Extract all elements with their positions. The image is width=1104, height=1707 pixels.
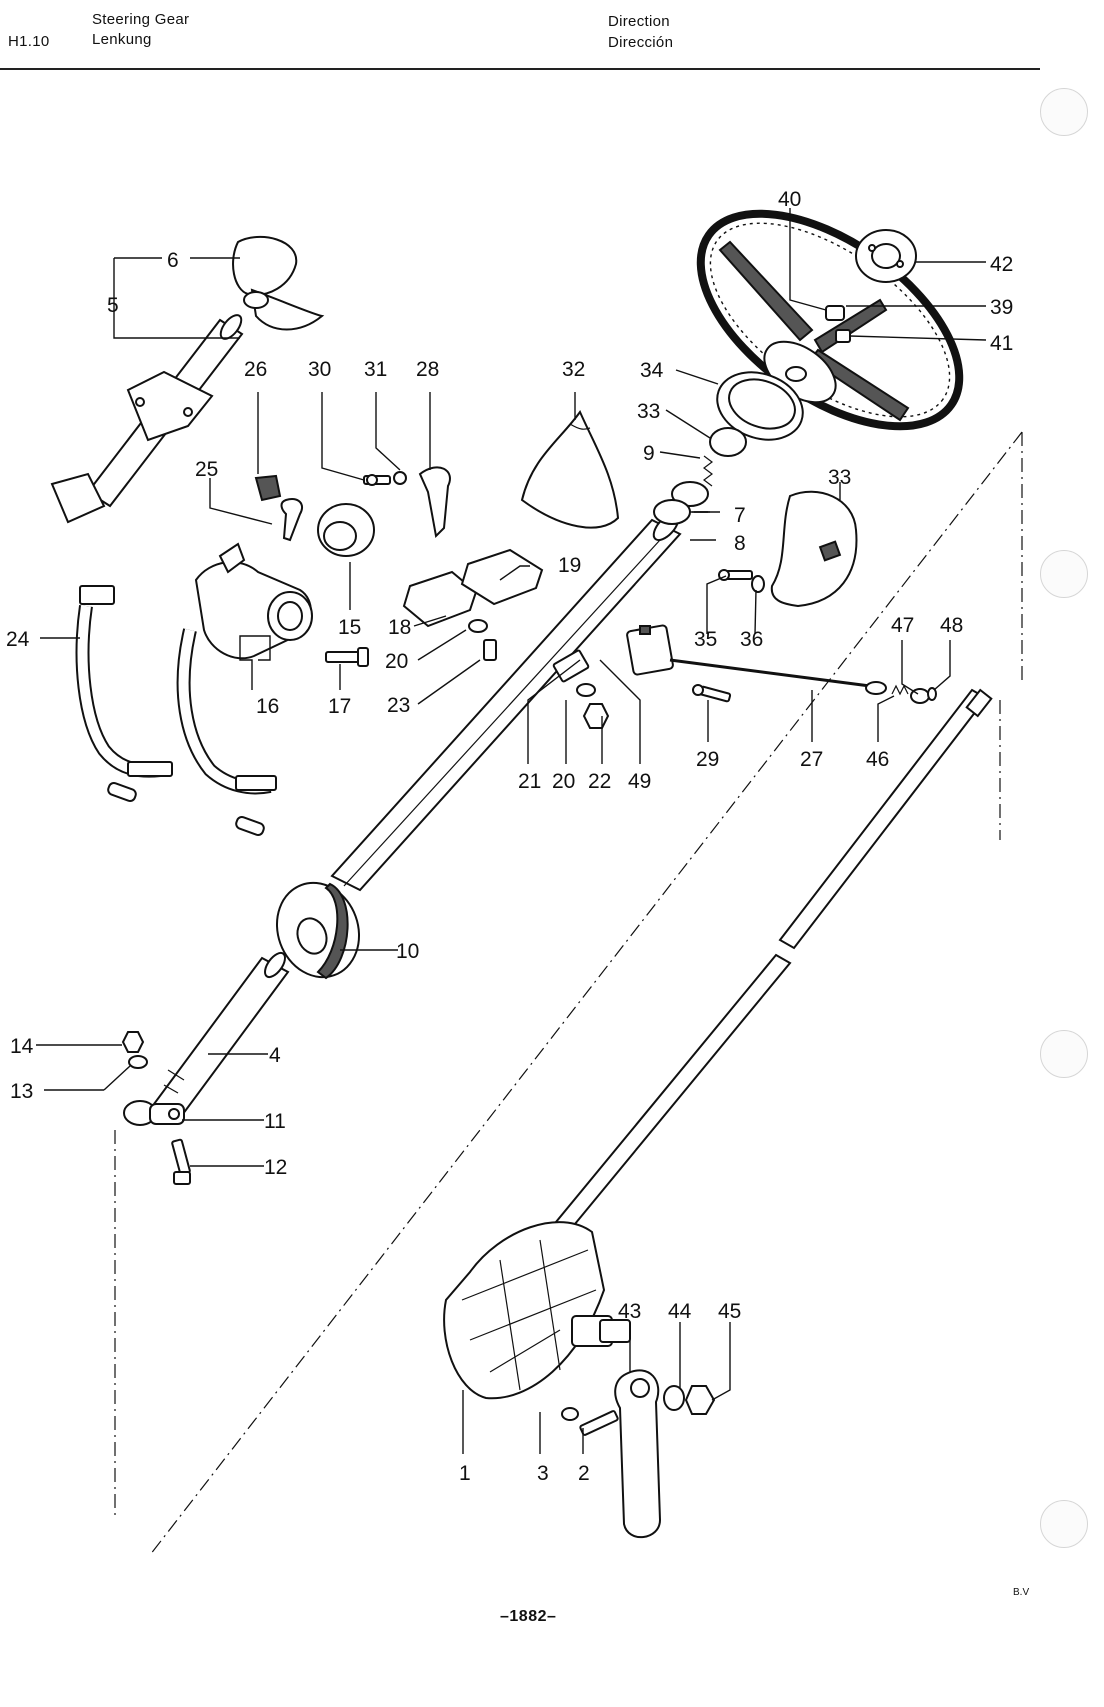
callout-33: 33: [637, 400, 660, 423]
nut-and-washer: [121, 1031, 148, 1069]
ignition-switch: [194, 542, 313, 660]
callout-42: 42: [990, 253, 1013, 276]
callout-11: 11: [264, 1110, 286, 1133]
callout-labels: 1 2 3 4 5 6 7 8 9 10 11 12 13 14 15 16 1…: [6, 188, 1013, 1485]
callout-19: 19: [558, 554, 581, 577]
assembly-axis-lines: [114, 431, 1023, 1556]
callout-20: 20: [385, 650, 408, 673]
callout-21: 21: [518, 770, 541, 793]
callout-24: 24: [6, 628, 30, 651]
callout-6: 6: [167, 249, 179, 272]
column-brackets: [402, 548, 544, 628]
wiring-harness-right: [176, 628, 277, 837]
callout-41: 41: [990, 332, 1013, 355]
callout-22: 22: [588, 770, 611, 793]
callout-18: 18: [388, 616, 411, 639]
contact-ring: [716, 371, 804, 441]
ignition-keys: [254, 474, 304, 542]
callout-46: 46: [866, 748, 889, 771]
binder-hole: [1040, 1500, 1088, 1548]
pitman-arm: [614, 1369, 662, 1539]
column-seal: [275, 881, 361, 980]
lower-clamp: [123, 1100, 185, 1126]
callout-5: 5: [107, 294, 119, 317]
callout-39: 39: [990, 296, 1013, 319]
callout-23: 23: [387, 694, 410, 717]
lower-shaft: [152, 951, 290, 1120]
callout-13: 13: [10, 1080, 33, 1103]
callout-33b: 33: [828, 466, 851, 489]
binder-hole: [1040, 550, 1088, 598]
callout-25: 25: [195, 458, 218, 481]
horn-spring-and-nut: [825, 305, 851, 343]
callout-31: 31: [364, 358, 387, 381]
page-number: –1882–: [500, 1608, 557, 1625]
clip-parts: [363, 466, 451, 539]
callout-32: 32: [562, 358, 585, 381]
callout-10: 10: [396, 940, 419, 963]
title-english: Steering Gear: [92, 11, 190, 28]
callout-29: 29: [696, 748, 719, 771]
binder-hole: [1040, 88, 1088, 136]
column-tube: [330, 512, 682, 892]
callout-17: 17: [328, 695, 351, 718]
switch-knob-parts: [891, 684, 937, 704]
steering-lock-housing: [232, 235, 325, 331]
title-french: Direction: [608, 13, 670, 30]
spacer-ring: [317, 503, 375, 557]
binder-hole: [1040, 1030, 1088, 1078]
switch-screw-17: [325, 647, 369, 667]
header-rule: [0, 68, 1040, 70]
callout-28: 28: [416, 358, 439, 381]
switch-screw: [692, 684, 732, 703]
callout-30: 30: [308, 358, 331, 381]
callout-26: 26: [244, 358, 267, 381]
indicator-switch: [626, 624, 887, 695]
callout-45: 45: [718, 1300, 741, 1323]
title-german: Lenkung: [92, 31, 152, 48]
callout-36: 36: [740, 628, 763, 651]
column-bush-and-spring: [653, 427, 747, 525]
callout-1: 1: [459, 1462, 471, 1485]
clamp-bolt: [171, 1138, 191, 1185]
section-code: H1.10: [8, 33, 50, 50]
callout-9: 9: [643, 442, 655, 465]
callout-7: 7: [734, 504, 746, 527]
wiring-harness-left: [75, 585, 173, 803]
callout-16: 16: [256, 695, 279, 718]
callout-2: 2: [578, 1462, 590, 1485]
callout-48: 48: [940, 614, 963, 637]
callout-27: 27: [800, 748, 823, 771]
callout-14: 14: [10, 1035, 34, 1058]
upper-column-section: [50, 314, 244, 524]
steering-box: [443, 1221, 631, 1400]
upper-shroud: [520, 409, 620, 529]
arm-fasteners: [561, 1385, 716, 1436]
edition-mark: B.V: [1013, 1587, 1030, 1598]
callout-44: 44: [668, 1300, 692, 1323]
callout-12: 12: [264, 1156, 287, 1179]
callout-8: 8: [734, 532, 746, 555]
callout-20b: 20: [552, 770, 575, 793]
callout-35: 35: [694, 628, 717, 651]
callout-3: 3: [537, 1462, 549, 1485]
callout-15: 15: [338, 616, 361, 639]
callout-43: 43: [618, 1300, 641, 1323]
lower-shroud: [770, 490, 858, 608]
leader-lines: [36, 208, 987, 1454]
horn-button: [855, 229, 917, 283]
callout-47: 47: [891, 614, 914, 637]
steering-shaft: [554, 688, 993, 1232]
callout-4: 4: [269, 1044, 281, 1067]
callout-34: 34: [640, 359, 664, 382]
shroud-screws: [718, 569, 765, 593]
callout-49: 49: [628, 770, 651, 793]
callout-40: 40: [778, 188, 801, 211]
title-spanish: Dirección: [608, 34, 674, 51]
